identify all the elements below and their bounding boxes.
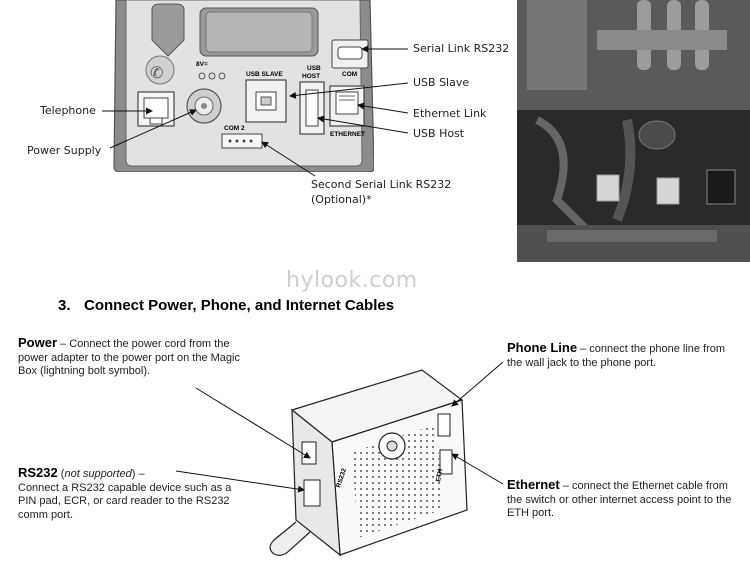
rs232-note: not supported (64, 468, 132, 480)
phone-line-description: Phone Line – connect the phone line from… (507, 341, 739, 370)
callout-usb-host: USB Host (413, 127, 465, 140)
step-title: Connect Power, Phone, and Internet Cable… (84, 297, 395, 314)
com2-port-label: COM 2 (224, 125, 245, 132)
box-eth-label: ETH (435, 468, 444, 482)
device-rear-panel-diagram: ✆ 8V= USB SLAVE USB HOST COM ETHERNET CO… (113, 0, 374, 172)
ethernet-dash: – (559, 480, 572, 492)
callout-power-supply: Power Supply (27, 144, 102, 157)
usb-host-port-label-1: USB (307, 65, 321, 72)
power-description: Power – Connect the power cord from the … (18, 336, 250, 379)
rs232-description: RS232 (not supported) – Connect a RS232 … (18, 466, 236, 522)
rs232-text: Connect a RS232 capable device such as a… (18, 481, 232, 521)
power-dash: – (57, 338, 70, 350)
phone-line-label: Phone Line (507, 340, 578, 355)
callout-telephone: Telephone (40, 104, 96, 117)
step-heading: 3. Connect Power, Phone, and Internet Cab… (58, 297, 394, 314)
callout-usb-slave: USB Slave (413, 76, 470, 89)
voltage-label: 8V= (196, 61, 208, 68)
usb-host-port-label-2: HOST (302, 73, 320, 80)
rs232-paren-open: ( (57, 468, 65, 480)
phone-text: connect the phone line from the wall jac… (507, 343, 726, 369)
callout-ethernet-link: Ethernet Link (413, 107, 487, 120)
top-callout-arrows (102, 45, 409, 177)
ethernet-label: Ethernet (507, 477, 560, 492)
step-number: 3. (58, 297, 71, 314)
magic-box-illustration: RS232 ETH (269, 369, 468, 557)
phone-dash: – (577, 343, 590, 355)
ethernet-description: Ethernet – connect the Ethernet cable fr… (507, 478, 732, 521)
rs232-label: RS232 (18, 465, 58, 480)
power-text: Connect the power cord from the power ad… (18, 338, 240, 377)
device-photo (517, 0, 750, 262)
callout-serial-link: Serial Link RS232 (413, 42, 510, 55)
usb-slave-port-label: USB SLAVE (246, 71, 283, 78)
svg-text:✆: ✆ (150, 63, 163, 82)
rs232-paren-close: ) – (131, 468, 145, 480)
watermark: hylook.com (286, 268, 418, 293)
ethernet-text: connect the Ethernet cable from the swit… (507, 480, 732, 519)
ethernet-port-label: ETHERNET (330, 131, 365, 138)
power-label: Power (18, 335, 58, 350)
bottom-callout-arrows (175, 361, 504, 493)
com-port-label: COM (342, 71, 357, 78)
callout-second-serial-line1: Second Serial Link RS232 (311, 178, 452, 191)
callout-second-serial-line2: (Optional)* (311, 193, 372, 206)
